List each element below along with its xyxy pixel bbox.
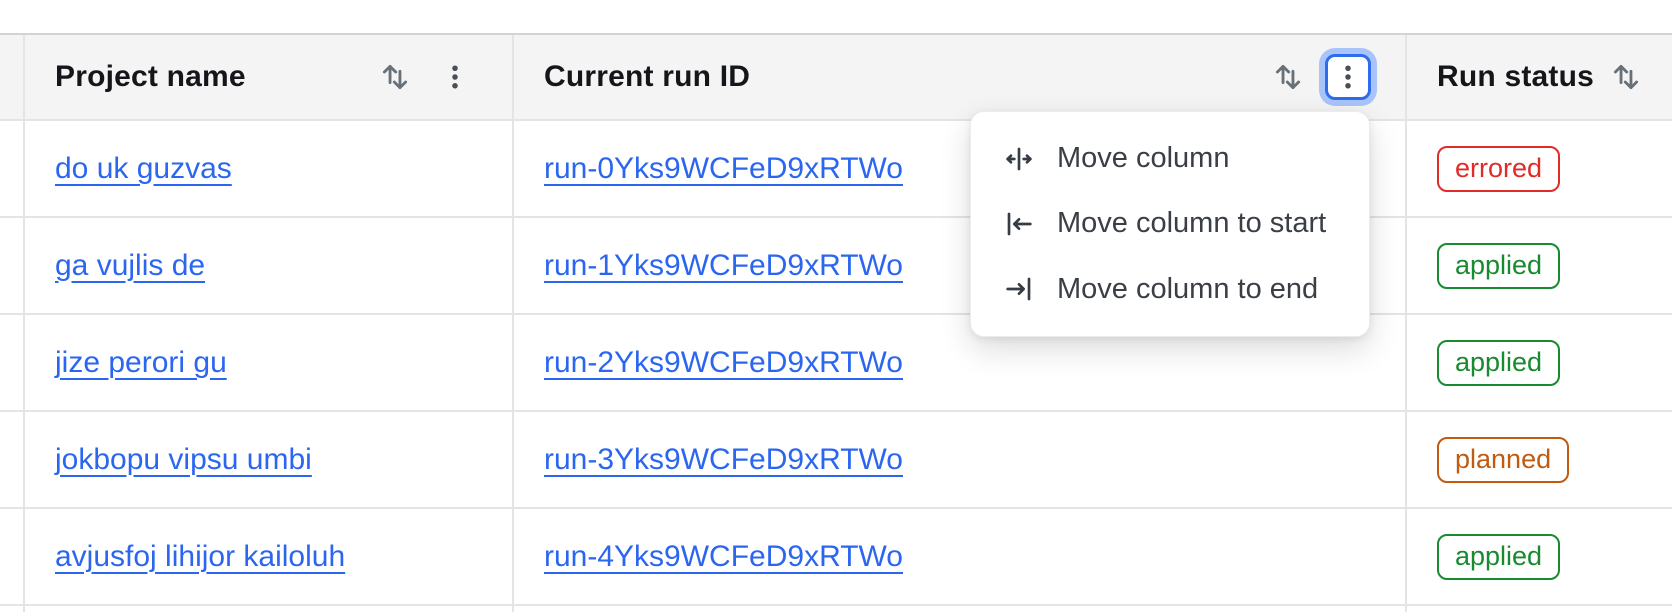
- project-name-cell: avjusfoj lihijor kailoluh: [25, 509, 514, 604]
- status-badge: planned: [1437, 436, 1570, 483]
- run-id-link[interactable]: run-4Yks9WCFeD9xRTWo: [544, 539, 903, 573]
- column-header-run-status: Run status: [1407, 35, 1672, 119]
- run-id-cell: run-1Yks9WCFeD9xRTWo: [514, 218, 1407, 313]
- table-row: jize perori gu run-2Yks9WCFeD9xRTWo appl…: [0, 315, 1672, 412]
- row-gutter-cell: [0, 121, 25, 216]
- project-link[interactable]: avjusfoj lihijor kailoluh: [55, 539, 346, 573]
- move-column-to-end-icon: [1003, 273, 1035, 305]
- project-link[interactable]: do uk guzvas: [55, 151, 232, 185]
- run-id-cell: run-0Yks9WCFeD9xRTWo: [514, 121, 1407, 216]
- sort-arrows-icon: [1609, 60, 1643, 94]
- kebab-icon: [1333, 62, 1363, 92]
- project-name-cell: jokbopu vipsu umbi: [25, 412, 514, 507]
- run-status-cell: errored: [1407, 121, 1672, 216]
- table-row: jokbopu vipsu umbi run-3Yks9WCFeD9xRTWo …: [0, 412, 1672, 509]
- move-column-to-start-icon: [1003, 208, 1035, 240]
- run-id-link[interactable]: run-1Yks9WCFeD9xRTWo: [544, 248, 903, 282]
- row-gutter-cell: [0, 509, 25, 604]
- table-row-clipped: [0, 606, 1672, 612]
- menu-item-move-column-to-end[interactable]: Move column to end: [971, 257, 1369, 322]
- row-gutter-cell: [0, 412, 25, 507]
- row-gutter-cell: [0, 606, 25, 612]
- run-id-link[interactable]: run-3Yks9WCFeD9xRTWo: [544, 442, 903, 476]
- header-gutter-cell: [0, 35, 25, 119]
- run-id-cell: run-4Yks9WCFeD9xRTWo: [514, 509, 1407, 604]
- column-menu-button-focused[interactable]: [1325, 54, 1371, 100]
- menu-item-label: Move column: [1057, 142, 1230, 175]
- column-menu-dropdown: Move column Move column to start Move co…: [970, 111, 1370, 337]
- status-badge: applied: [1437, 533, 1561, 580]
- project-link[interactable]: jokbopu vipsu umbi: [55, 442, 312, 476]
- column-header-label: Current run ID: [544, 60, 751, 93]
- column-header-current-run-id: Current run ID: [514, 35, 1407, 119]
- sort-toggle-button[interactable]: [1603, 54, 1649, 100]
- status-badge: errored: [1437, 145, 1561, 192]
- sort-arrows-icon: [378, 60, 412, 94]
- project-link[interactable]: jize perori gu: [55, 345, 227, 379]
- kebab-icon: [440, 62, 470, 92]
- table-row: avjusfoj lihijor kailoluh run-4Yks9WCFeD…: [0, 509, 1672, 606]
- run-status-cell: applied: [1407, 509, 1672, 604]
- sort-toggle-button[interactable]: [372, 54, 418, 100]
- column-menu-button[interactable]: [432, 54, 478, 100]
- menu-item-move-column-to-start[interactable]: Move column to start: [971, 191, 1369, 256]
- project-name-cell: jize perori gu: [25, 315, 514, 410]
- project-link[interactable]: ga vujlis de: [55, 248, 206, 282]
- run-status-cell: planned: [1407, 412, 1672, 507]
- project-name-cell: ga vujlis de: [25, 218, 514, 313]
- run-id-cell: run-2Yks9WCFeD9xRTWo: [514, 315, 1407, 410]
- project-name-cell: do uk guzvas: [25, 121, 514, 216]
- status-badge: applied: [1437, 339, 1561, 386]
- projects-table: Project name: [0, 33, 1672, 612]
- status-badge: applied: [1437, 242, 1561, 289]
- column-header-project-name: Project name: [25, 35, 514, 119]
- sort-toggle-button[interactable]: [1265, 54, 1311, 100]
- table-row: do uk guzvas run-0Yks9WCFeD9xRTWo errore…: [0, 121, 1672, 218]
- move-column-icon: [1003, 143, 1035, 175]
- run-status-cell: applied: [1407, 218, 1672, 313]
- run-id-link[interactable]: run-2Yks9WCFeD9xRTWo: [544, 345, 903, 379]
- row-gutter-cell: [0, 315, 25, 410]
- run-id-cell: run-3Yks9WCFeD9xRTWo: [514, 412, 1407, 507]
- run-id-link[interactable]: run-0Yks9WCFeD9xRTWo: [544, 151, 903, 185]
- row-gutter-cell: [0, 218, 25, 313]
- menu-item-label: Move column to start: [1057, 207, 1327, 240]
- column-menu-button[interactable]: [1663, 54, 1672, 100]
- sort-arrows-icon: [1271, 60, 1305, 94]
- table-header-row: Project name: [0, 35, 1672, 121]
- menu-item-move-column[interactable]: Move column: [971, 126, 1369, 191]
- column-header-label: Run status: [1437, 60, 1595, 93]
- run-status-cell: applied: [1407, 315, 1672, 410]
- column-header-label: Project name: [55, 60, 246, 93]
- menu-item-label: Move column to end: [1057, 272, 1319, 305]
- table-row: ga vujlis de run-1Yks9WCFeD9xRTWo applie…: [0, 218, 1672, 315]
